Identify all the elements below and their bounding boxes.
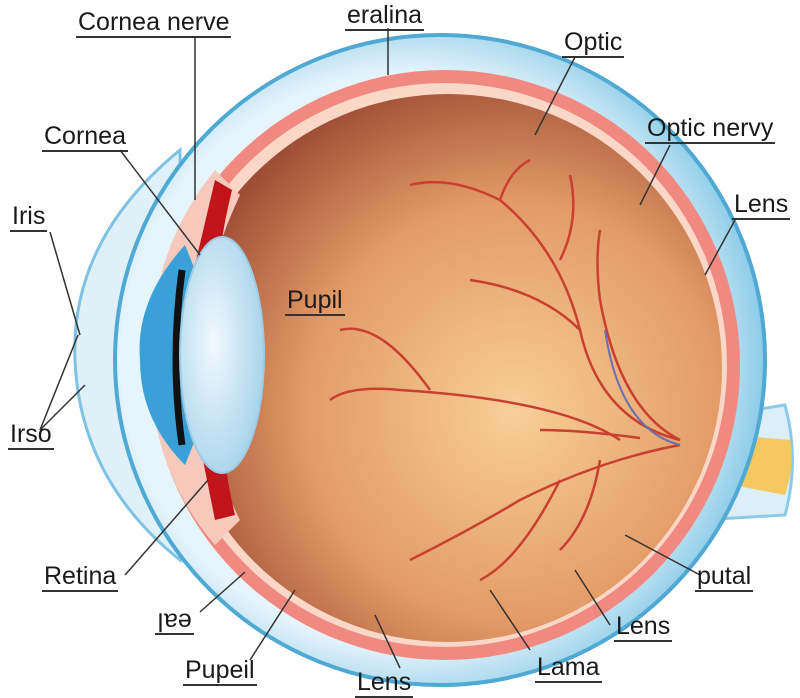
label-putal: putal	[695, 562, 754, 592]
label-optic: Optic	[562, 28, 625, 58]
label-irso: Irso	[8, 420, 54, 450]
lens-shape	[179, 236, 265, 474]
leader-lines	[39, 28, 736, 669]
blood-vessels	[329, 158, 681, 582]
label-lens-right: Lens	[732, 190, 791, 220]
label-cornea: Cornea	[42, 122, 128, 152]
label-iris: Iris	[10, 202, 48, 232]
label-lens-bottom: Lens	[355, 668, 414, 698]
label-lens-lower-right: Lens	[614, 612, 673, 642]
label-cornea-nerve: Cornea nerve	[76, 8, 232, 38]
label-garbled: ꞁɐǝ	[155, 605, 194, 635]
label-pupeil: Pupeil	[183, 656, 257, 686]
vitreous-interior	[174, 94, 722, 642]
label-lama: Lama	[535, 653, 602, 683]
label-eralina: eralina	[345, 1, 425, 31]
label-pupil: Pupil	[285, 286, 345, 316]
label-optic-nervy: Optic nervy	[645, 114, 776, 144]
label-retina: Retina	[42, 562, 119, 592]
